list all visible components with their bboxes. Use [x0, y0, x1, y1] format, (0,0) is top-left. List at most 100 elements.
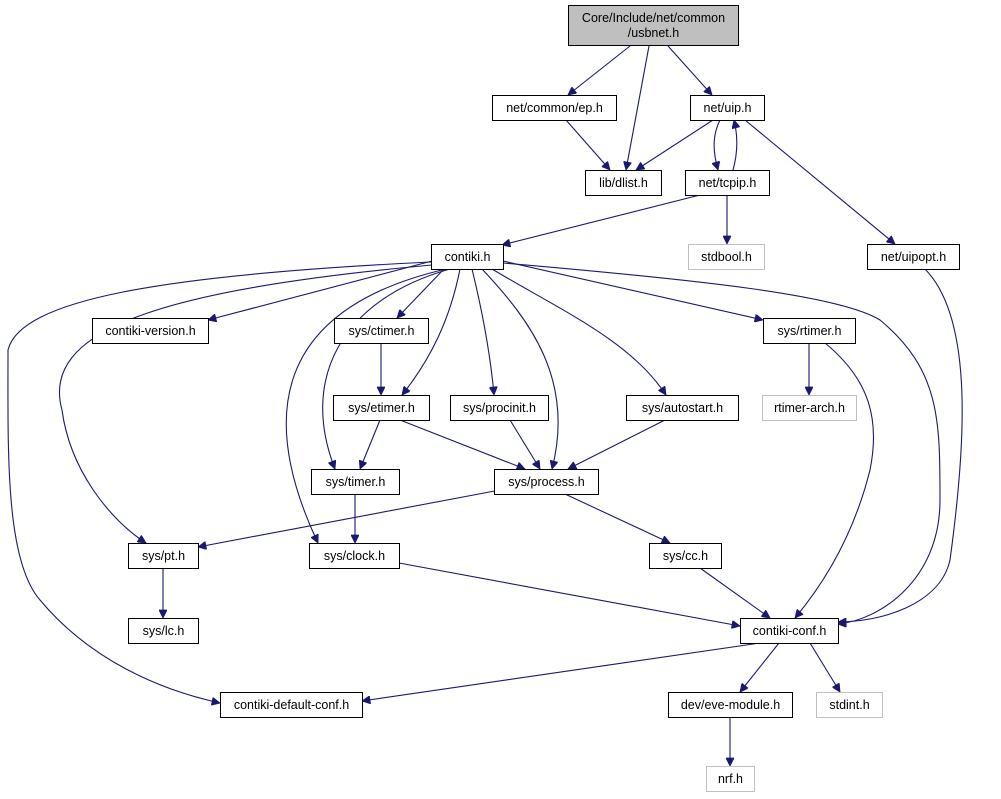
edge-contiki-to-version — [208, 260, 433, 320]
edge-process-to-pt — [198, 489, 501, 547]
edge-contiki-to-conf — [502, 262, 941, 624]
node-stdbool[interactable]: stdbool.h — [688, 244, 765, 270]
edge-uipopt-to-conf — [838, 268, 963, 622]
node-nrf[interactable]: nrf.h — [706, 766, 755, 792]
node-root[interactable]: Core/Include/net/common/usbnet.h — [568, 5, 739, 46]
node-uipopt[interactable]: net/uipopt.h — [867, 244, 960, 270]
nodes-layer: Core/Include/net/common/usbnet.h net/comm… — [92, 5, 960, 792]
node-box-eve — [668, 692, 793, 718]
node-box-etimer — [333, 395, 430, 421]
node-box-uipopt — [867, 244, 960, 270]
node-label-etimer: sys/etimer.h — [348, 401, 415, 415]
node-box-ctimer — [334, 318, 429, 344]
edge-uip-to-tcpip — [714, 119, 721, 170]
edge-clock-to-conf — [398, 562, 740, 626]
edge-contiki-to-procinit — [471, 268, 494, 395]
node-box-autostart — [626, 395, 739, 421]
node-ctimer[interactable]: sys/ctimer.h — [334, 318, 429, 344]
node-contiki[interactable]: contiki.h — [431, 244, 504, 270]
node-label-eve: dev/eve-module.h — [681, 698, 780, 712]
node-box-uip — [690, 95, 765, 121]
node-dlist[interactable]: lib/dlist.h — [585, 170, 662, 196]
node-label-stdint: stdint.h — [829, 698, 869, 712]
node-autostart[interactable]: sys/autostart.h — [626, 395, 739, 421]
node-timer[interactable]: sys/timer.h — [311, 469, 400, 495]
edge-contiki-to-clock — [285, 268, 447, 543]
node-rtarch[interactable]: rtimer-arch.h — [762, 395, 857, 421]
edge-cc-to-conf — [699, 567, 770, 618]
node-ep[interactable]: net/common/ep.h — [492, 95, 617, 121]
node-label-uipopt: net/uipopt.h — [881, 250, 946, 264]
node-box-cc — [649, 543, 722, 569]
node-eve[interactable]: dev/eve-module.h — [668, 692, 793, 718]
node-label-root-2: /usbnet.h — [628, 26, 679, 40]
node-cc[interactable]: sys/cc.h — [649, 543, 722, 569]
edge-conf-to-stdint — [809, 642, 841, 692]
node-pt[interactable]: sys/pt.h — [128, 543, 199, 569]
node-label-uip: net/uip.h — [704, 101, 752, 115]
node-box-tcpip — [685, 170, 770, 196]
edge-root-to-uip — [667, 45, 712, 95]
node-box-stdbool — [688, 244, 765, 270]
node-box-lc — [128, 618, 199, 644]
edge-contiki-to-rtimer — [502, 260, 763, 320]
node-box-clock — [309, 543, 400, 569]
node-box-stdint — [816, 692, 883, 718]
node-box-timer — [311, 469, 400, 495]
edge-contiki-to-pt — [58, 264, 433, 543]
node-stdint[interactable]: stdint.h — [816, 692, 883, 718]
edge-rtimer-to-conf — [795, 342, 875, 618]
node-uip[interactable]: net/uip.h — [690, 95, 765, 121]
edge-contiki-to-ctimer — [397, 268, 445, 318]
node-box-nrf — [706, 766, 755, 792]
node-label-timer: sys/timer.h — [326, 475, 386, 489]
node-box-conf — [740, 618, 839, 644]
node-rtimer[interactable]: sys/rtimer.h — [763, 318, 856, 344]
node-label-rtimer: sys/rtimer.h — [778, 324, 842, 338]
node-tcpip[interactable]: net/tcpip.h — [685, 170, 770, 196]
node-box-version — [92, 318, 209, 344]
edge-ep-to-dlist — [565, 119, 610, 170]
node-label-version: contiki-version.h — [105, 324, 195, 338]
node-clock[interactable]: sys/clock.h — [309, 543, 400, 569]
node-label-ep: net/common/ep.h — [506, 101, 603, 115]
edge-contiki-to-defconf — [7, 261, 432, 703]
node-etimer[interactable]: sys/etimer.h — [333, 395, 430, 421]
node-box-ep — [492, 95, 617, 121]
node-label-tcpip: net/tcpip.h — [699, 176, 757, 190]
edge-contiki-to-process — [481, 268, 559, 469]
node-label-defconf: contiki-default-conf.h — [234, 698, 349, 712]
node-label-pt: sys/pt.h — [142, 549, 185, 563]
node-procinit[interactable]: sys/procinit.h — [450, 395, 549, 421]
edge-etimer-to-process — [399, 419, 525, 469]
node-label-root-1: Core/Include/net/common — [582, 11, 725, 25]
node-label-cc: sys/cc.h — [663, 549, 708, 563]
node-box-process — [494, 469, 599, 495]
node-process[interactable]: sys/process.h — [494, 469, 599, 495]
node-defconf[interactable]: contiki-default-conf.h — [220, 692, 363, 718]
node-label-stdbool: stdbool.h — [701, 250, 752, 264]
node-label-autostart: sys/autostart.h — [642, 401, 723, 415]
node-label-clock: sys/clock.h — [324, 549, 385, 563]
edge-root-to-dlist — [626, 45, 650, 170]
node-label-conf: contiki-conf.h — [753, 624, 827, 638]
node-box-rtarch — [762, 395, 857, 421]
node-label-lc: sys/lc.h — [143, 624, 185, 638]
edge-uip-to-dlist — [636, 119, 714, 170]
node-label-process: sys/process.h — [508, 475, 584, 489]
edge-contiki-to-etimer — [402, 268, 461, 395]
node-label-contiki: contiki.h — [445, 250, 491, 264]
edge-procinit-to-process — [509, 419, 541, 469]
node-box-dlist — [585, 170, 662, 196]
node-version[interactable]: contiki-version.h — [92, 318, 209, 344]
node-conf[interactable]: contiki-conf.h — [740, 618, 839, 644]
node-lc[interactable]: sys/lc.h — [128, 618, 199, 644]
node-label-procinit: sys/procinit.h — [463, 401, 536, 415]
node-label-dlist: lib/dlist.h — [599, 176, 648, 190]
edge-root-to-ep — [568, 45, 631, 95]
node-label-nrf: nrf.h — [718, 772, 743, 786]
edge-tcpip-to-uip — [733, 120, 737, 171]
node-label-rtarch: rtimer-arch.h — [774, 401, 845, 415]
edge-contiki-to-autostart — [491, 268, 666, 395]
